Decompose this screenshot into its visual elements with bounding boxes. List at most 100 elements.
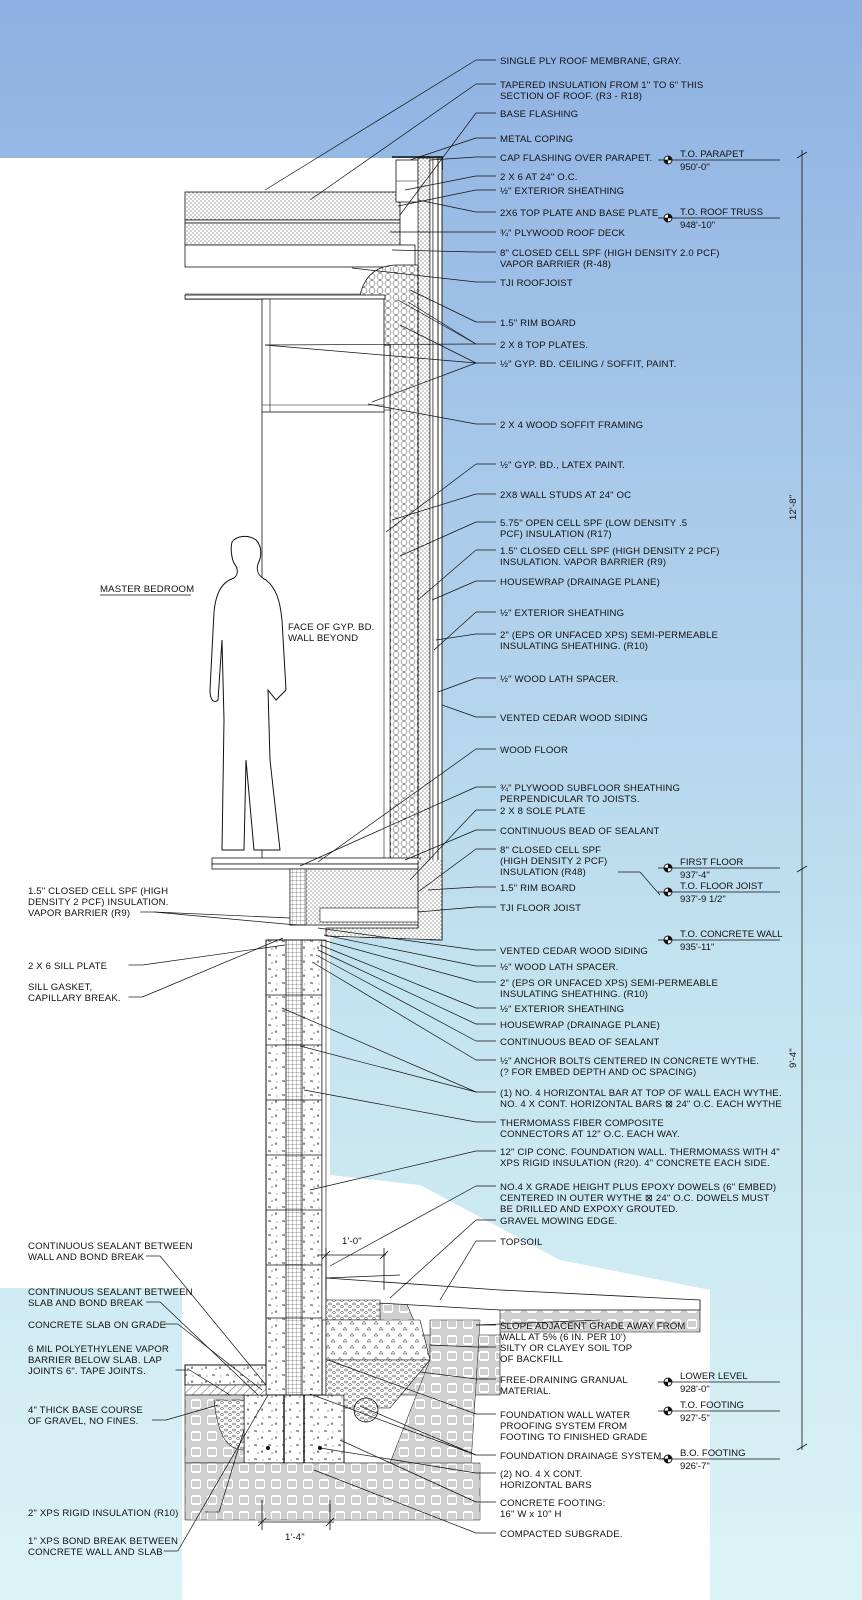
right-label-48: FOUNDATION DRAINAGE SYSTEM.: [500, 1451, 664, 1462]
right-label-0: SINGLE PLY ROOF MEMBRANE, GRAY.: [500, 56, 681, 67]
right-label-23: VENTED CEDAR WOOD SIDING: [500, 713, 648, 724]
svg-text:T.O. ROOF TRUSS: T.O. ROOF TRUSS: [680, 207, 763, 218]
right-label-50: CONCRETE FOOTING:16" W x 10" H: [500, 1498, 605, 1520]
person-silhouette: [209, 535, 287, 851]
right-label-30: TJI FLOOR JOIST: [500, 903, 581, 914]
svg-text:T.O. FLOOR JOIST: T.O. FLOOR JOIST: [680, 881, 763, 892]
face-note-line-1: FACE OF GYP. BD.: [288, 622, 374, 633]
right-label-27: CONTINUOUS BEAD OF SEALANT: [500, 826, 660, 837]
right-label-32: ½" WOOD LATH SPACER.: [500, 962, 619, 973]
right-label-5: 2 X 6 AT 24" O.C.: [500, 172, 578, 183]
right-label-36: CONTINUOUS BEAD OF SEALANT: [500, 1037, 660, 1048]
svg-text:937'-9 1/2": 937'-9 1/2": [680, 894, 726, 905]
floor-assembly: [211, 857, 443, 941]
right-label-24: WOOD FLOOR: [500, 745, 568, 756]
svg-text:948'-10": 948'-10": [680, 220, 715, 231]
interior-ceiling: [184, 294, 386, 858]
roof-assembly: [184, 191, 420, 300]
right-label-35: HOUSEWRAP (DRAINAGE PLANE): [500, 1020, 660, 1031]
right-label-16: 2X8 WALL STUDS AT 24" OC: [500, 490, 631, 501]
right-label-11: 1.5" RIM BOARD: [500, 318, 576, 329]
leader-lines: [128, 59, 661, 1552]
exterior-grade: [184, 1274, 701, 1521]
right-label-20: ½" EXTERIOR SHEATHING: [500, 608, 624, 619]
elevation-marker-1: T.O. ROOF TRUSS 948'-10": [658, 207, 780, 231]
dimension-lower-height: 9'-4": [788, 1048, 799, 1068]
right-label-43: TOPSOIL: [500, 1237, 543, 1248]
left-label-1: 2 X 6 SILL PLATE: [28, 961, 107, 972]
right-label-19: HOUSEWRAP (DRAINAGE PLANE): [500, 577, 660, 588]
elevation-marker-7: B.O. FOOTING 926'-7": [658, 1448, 780, 1472]
svg-text:FIRST FLOOR: FIRST FLOOR: [680, 857, 743, 868]
left-label-2: SILL GASKET,CAPILLARY BREAK.: [28, 982, 121, 1004]
elevation-marker-2: FIRST FLOOR 937'-4": [658, 857, 780, 881]
right-label-12: 2 X 8 TOP PLATES.: [500, 340, 588, 351]
room-label: MASTER BEDROOM: [100, 584, 194, 595]
elevation-marker-3: T.O. FLOOR JOIST 937'-9 1/2": [658, 881, 780, 905]
dimension-footing-width: 1'-4": [285, 1532, 305, 1543]
right-label-37: ½" ANCHOR BOLTS CENTERED IN CONCRETE WYT…: [500, 1056, 759, 1078]
svg-text:928'-0": 928'-0": [680, 1384, 710, 1395]
elevation-marker-6: T.O. FOOTING 927'-5": [658, 1400, 780, 1424]
foundation-wall: [265, 939, 327, 1396]
svg-text:T.O. PARAPET: T.O. PARAPET: [680, 149, 744, 160]
right-annotations: SINGLE PLY ROOF MEMBRANE, GRAY. TAPERED I…: [500, 56, 782, 1540]
right-label-31: VENTED CEDAR WOOD SIDING: [500, 946, 648, 957]
right-label-9: 8" CLOSED CELL SPF (HIGH DENSITY 2.0 PCF…: [500, 248, 720, 270]
right-label-3: METAL COPING: [500, 134, 573, 145]
left-label-8: 2" XPS RIGID INSULATION (R10): [28, 1508, 178, 1519]
right-label-13: ½" GYP. BD. CEILING / SOFFIT, PAINT.: [500, 359, 676, 370]
svg-text:B.O. FOOTING: B.O. FOOTING: [680, 1448, 746, 1459]
svg-text:T.O. CONCRETE WALL: T.O. CONCRETE WALL: [680, 929, 783, 940]
right-label-38: (1) NO. 4 HORIZONTAL BAR AT TOP OF WALL …: [500, 1088, 782, 1110]
footing: [243, 1394, 345, 1464]
svg-text:T.O. FOOTING: T.O. FOOTING: [680, 1400, 744, 1411]
svg-text:950'-0": 950'-0": [680, 162, 710, 173]
elevation-marker-0: T.O. PARAPET 950'-0": [658, 149, 780, 173]
right-label-7: 2X6 TOP PLATE AND BASE PLATE: [500, 208, 658, 219]
right-label-41: NO.4 X GRADE HEIGHT PLUS EPOXY DOWELS (6…: [500, 1182, 776, 1215]
svg-text:927'-5": 927'-5": [680, 1413, 710, 1424]
right-label-26: 2 X 8 SOLE PLATE: [500, 806, 585, 817]
right-label-18: 1.5" CLOSED CELL SPF (HIGH DENSITY 2 PCF…: [500, 546, 720, 568]
wall-assembly: [358, 157, 443, 941]
right-label-4: CAP FLASHING OVER PARAPET.: [500, 153, 652, 164]
face-note-line-2: WALL BEYOND: [288, 633, 358, 644]
svg-text:937'-4": 937'-4": [680, 870, 710, 881]
elevation-markers: T.O. PARAPET 950'-0" T.O. ROOF TRUSS 948'-1…: [658, 149, 783, 1472]
right-label-49: (2) NO. 4 X CONT.HORIZONTAL BARS: [500, 1469, 592, 1491]
right-label-10: TJI ROOFJOIST: [500, 278, 573, 289]
right-label-8: ¾" PLYWOOD ROOF DECK: [500, 228, 626, 239]
svg-text:926'-7": 926'-7": [680, 1461, 710, 1472]
svg-text:935'-11": 935'-11": [680, 942, 714, 953]
right-label-2: BASE FLASHING: [500, 109, 578, 120]
right-label-15: ½" GYP. BD., LATEX PAINT.: [500, 460, 625, 471]
dimension-lines: [257, 150, 808, 1530]
elevation-marker-4: T.O. CONCRETE WALL 935'-11": [658, 929, 783, 953]
right-label-29: 1.5" RIM BOARD: [500, 883, 576, 894]
right-label-34: ½" EXTERIOR SHEATHING: [500, 1004, 624, 1015]
left-label-5: CONCRETE SLAB ON GRADE: [28, 1320, 166, 1331]
right-label-40: 12" CIP CONC. FOUNDATION WALL. THERMOMAS…: [500, 1147, 780, 1169]
right-label-42: GRAVEL MOWING EDGE.: [500, 1216, 617, 1227]
dimension-mowing-edge: 1'-0": [342, 1236, 362, 1247]
